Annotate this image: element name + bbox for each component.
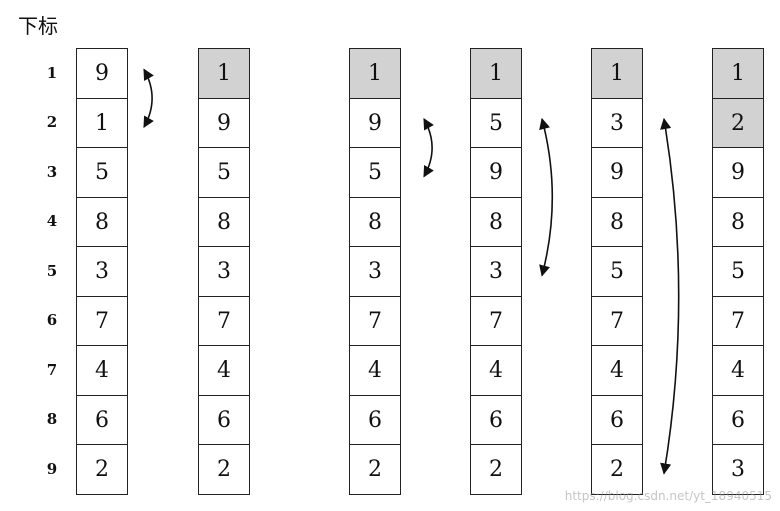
swap-arrow [539,117,554,277]
array-cell: 4 [76,345,128,396]
index-label: 1 [46,63,58,82]
array-cell: 8 [591,196,643,248]
array-cell: 3 [712,444,764,495]
array-cell: 4 [712,345,764,396]
array-cell: 5 [76,147,128,198]
array-cell: 8 [470,196,522,248]
array-cell: 7 [470,295,522,347]
array-cell: 4 [198,345,250,396]
index-label: 2 [46,113,58,131]
array-cell: 7 [712,295,764,347]
array-cell: 9 [198,97,250,149]
array-cell: 9 [76,48,128,99]
watermark: https://blog.csdn.net/yt_18940515 [564,489,772,503]
array-cell: 3 [198,246,250,297]
array-cell: 8 [198,196,250,248]
array-cell: 8 [349,196,401,248]
array-cell: 6 [591,394,643,446]
array-cell: 5 [712,246,764,297]
array-cell: 2 [349,444,401,495]
array-cell: 4 [591,345,643,396]
swap-arrow [423,118,434,178]
index-label: 9 [46,459,58,478]
array-cell: 6 [470,394,522,446]
sorted-cell: 1 [470,48,522,99]
index-label: 7 [46,360,58,379]
array-cell: 9 [470,147,522,198]
array-cell: 9 [349,97,401,149]
array-cell: 9 [591,147,643,198]
index-label: 8 [46,410,58,428]
array-cell: 4 [470,345,522,396]
swap-arrow [143,68,154,128]
array-cell: 5 [198,147,250,198]
sorted-cell: 1 [198,48,250,99]
array-cell: 4 [349,345,401,396]
array-cell: 7 [349,295,401,347]
array-cell: 8 [712,196,764,248]
index-label: 5 [46,261,58,280]
swap-arrow [660,117,680,475]
array-cell: 3 [76,246,128,297]
array-cell: 3 [470,246,522,297]
array-cell: 8 [76,196,128,248]
array-cell: 6 [712,394,764,446]
index-label: 6 [46,311,58,329]
array-cell: 6 [349,394,401,446]
array-cell: 6 [198,394,250,446]
sorted-cell: 1 [712,48,764,99]
array-cell: 2 [198,444,250,495]
sorted-cell: 1 [349,48,401,99]
sorted-cell: 1 [591,48,643,99]
array-cell: 1 [76,97,128,149]
array-cell: 7 [198,295,250,347]
array-cell: 5 [349,147,401,198]
array-cell: 5 [591,246,643,297]
array-cell: 2 [76,444,128,495]
array-cell: 2 [470,444,522,495]
array-cell: 3 [591,97,643,149]
array-cell: 7 [591,295,643,347]
array-cell: 3 [349,246,401,297]
array-cell: 7 [76,295,128,347]
sorted-cell: 2 [712,97,764,149]
array-cell: 5 [470,97,522,149]
index-header: 下标 [18,14,58,38]
array-cell: 9 [712,147,764,198]
array-cell: 2 [591,444,643,495]
index-label: 4 [46,212,58,230]
array-cell: 6 [76,394,128,446]
index-label: 3 [46,162,58,181]
